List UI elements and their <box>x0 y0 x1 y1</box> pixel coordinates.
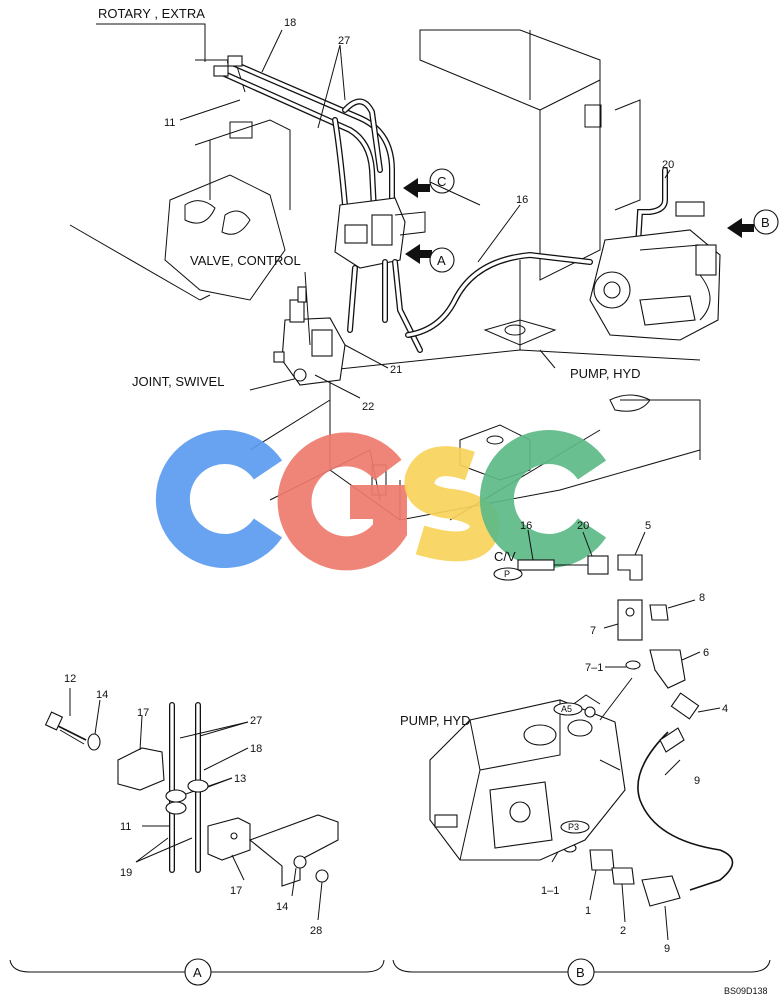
part-number-12: 12 <box>64 673 76 685</box>
part-number-20-cv: 20 <box>577 520 589 532</box>
part-number-11-top: 11 <box>164 117 175 129</box>
part-number-19: 19 <box>120 867 132 879</box>
drawing-code: BS09D138 <box>724 986 768 996</box>
clamp-detail-drawing <box>44 688 339 921</box>
part-number-4: 4 <box>722 703 728 715</box>
section-letter-a: A <box>193 965 202 980</box>
part-number-9-mid: 9 <box>694 775 700 787</box>
callout-letter-c: C <box>437 174 446 189</box>
port-tag-p: P <box>504 569 510 579</box>
label-cv: C/V <box>494 549 516 564</box>
pump-top-drawing <box>589 167 721 341</box>
part-number-16-top: 16 <box>516 194 528 206</box>
cgsc-logo <box>155 430 607 571</box>
part-number-5: 5 <box>645 520 651 532</box>
part-number-21: 21 <box>390 364 402 376</box>
part-number-8: 8 <box>699 592 705 604</box>
part-number-27-top: 27 <box>338 35 350 47</box>
callout-letter-a: A <box>437 253 446 268</box>
part-number-7-1: 7–1 <box>585 662 603 674</box>
port-tag-a5: A5 <box>561 704 572 714</box>
part-number-22: 22 <box>362 401 374 413</box>
cv-connector-drawing <box>517 529 646 581</box>
label-pump-hyd-bottom: PUMP, HYD <box>400 713 471 728</box>
part-number-9-bottom: 9 <box>664 943 670 955</box>
part-number-7: 7 <box>590 625 596 637</box>
part-number-18-a: 18 <box>250 743 262 755</box>
part-number-17-top: 17 <box>137 707 149 719</box>
part-number-14-top: 14 <box>96 689 108 701</box>
section-brackets <box>9 958 771 986</box>
part-number-27-a: 27 <box>250 715 262 727</box>
hose-16-drawing <box>405 251 593 338</box>
part-number-6: 6 <box>703 647 709 659</box>
swivel-joint-drawing <box>273 286 346 386</box>
section-letter-b: B <box>576 965 585 980</box>
label-joint-swivel: JOINT, SWIVEL <box>132 374 224 389</box>
part-number-16-cv: 16 <box>520 520 532 532</box>
callout-letter-b: B <box>761 215 770 230</box>
label-rotary-extra: ROTARY , EXTRA <box>98 6 205 21</box>
part-number-17-bottom: 17 <box>230 885 242 897</box>
part-number-14-bottom: 14 <box>276 901 288 913</box>
leader-lines-top <box>96 23 671 399</box>
part-number-11-a: 11 <box>120 821 131 833</box>
pump-detail-drawing <box>429 677 633 861</box>
part-number-13: 13 <box>234 773 246 785</box>
fittings-drawing <box>551 599 734 941</box>
control-valve-drawing <box>334 197 426 353</box>
part-number-28: 28 <box>310 925 322 937</box>
label-pump-hyd-top: PUMP, HYD <box>570 366 641 381</box>
part-number-20-top: 20 <box>662 159 674 171</box>
part-number-18-top: 18 <box>284 17 296 29</box>
label-valve-control: VALVE, CONTROL <box>190 253 301 268</box>
part-number-1-1: 1–1 <box>541 885 559 897</box>
port-tag-p3: P3 <box>568 822 579 832</box>
rotary-extra-hoses <box>213 55 395 218</box>
callout-arrow-b <box>727 209 779 238</box>
port-tag-shapes <box>493 567 590 834</box>
part-number-2: 2 <box>620 925 626 937</box>
part-number-1: 1 <box>585 905 591 917</box>
callout-arrow-c <box>403 168 455 198</box>
callout-arrow-a <box>405 244 455 273</box>
